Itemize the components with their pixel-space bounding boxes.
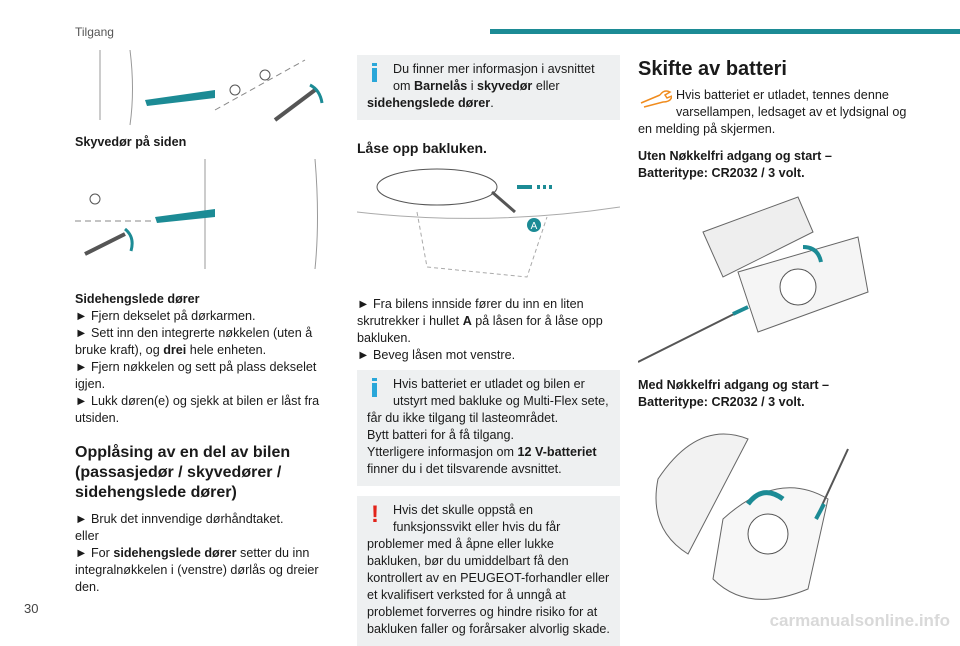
step-2: ► Sett inn den integrerte nøkkelen (uten… xyxy=(75,326,313,357)
key-battery-illustration-1 xyxy=(638,196,869,363)
battery-intro: Hvis batteriet er utladet, tennes denne … xyxy=(638,87,907,136)
middle-column: Du finner mer informasjon i avsnittet om… xyxy=(357,55,620,646)
tailgate-lock-illustration: A xyxy=(357,168,620,278)
subheading-hinged-doors: Sidehengslede dører xyxy=(75,292,200,306)
step-4: ► Lukk døren(e) og sjekk at bilen er lås… xyxy=(75,394,320,425)
left-column: Skyvedør på siden Sidehengslede dører ► … xyxy=(75,50,343,596)
key-battery-illustration-2 xyxy=(655,433,849,600)
hinged-door-illustration xyxy=(75,159,318,269)
bullet-1: ► Bruk det innvendige dørhåndtaket. xyxy=(75,512,284,526)
info-box-child-lock: Du finner mer informasjon i avsnittet om… xyxy=(357,55,620,120)
bullet-2: ► For sidehengslede dører setter du inn … xyxy=(75,546,319,594)
step-1: ► Fjern dekselet på dørkarmen. xyxy=(75,309,256,323)
step-move-lock: ► Beveg låsen mot venstre. xyxy=(357,348,516,362)
right-column: Skifte av batteri Hvis batteriet er utla… xyxy=(638,57,908,614)
warning-icon: ! xyxy=(371,501,379,528)
wrench-warning-icon xyxy=(638,87,676,117)
label-a: A xyxy=(531,221,538,232)
heading-unlock-tailgate: Låse opp bakluken. xyxy=(357,140,487,156)
subheading-with-keyless: Med Nøkkelfri adgang og start – Batterit… xyxy=(638,378,830,409)
info-icon xyxy=(367,376,393,406)
info-box-battery: Hvis batteriet er utladet og bilen er ut… xyxy=(357,370,620,486)
info-icon xyxy=(367,61,393,91)
section-title: Tilgang xyxy=(75,25,114,39)
sliding-door-illustration xyxy=(99,50,324,126)
warning-box: ! Hvis det skulle oppstå en funksjonssvi… xyxy=(357,496,620,646)
step-3: ► Fjern nøkkelen og sett på plass deksel… xyxy=(75,360,317,391)
subheading-without-keyless: Uten Nøkkelfri adgang og start – Batteri… xyxy=(638,149,832,180)
header-accent-bar xyxy=(490,29,960,34)
heading-battery-change: Skifte av batteri xyxy=(638,58,787,80)
heading-partial-unlock: Opplåsing av en del av bilen (passasjedø… xyxy=(75,444,291,501)
watermark: carmanualsonline.info xyxy=(769,611,950,630)
page-number: 30 xyxy=(24,601,39,616)
caption-sliding-door: Skyvedør på siden xyxy=(75,135,187,149)
step-insert-screwdriver: ► Fra bilens innside fører du inn en lit… xyxy=(357,297,603,345)
or-text: eller xyxy=(75,529,99,543)
